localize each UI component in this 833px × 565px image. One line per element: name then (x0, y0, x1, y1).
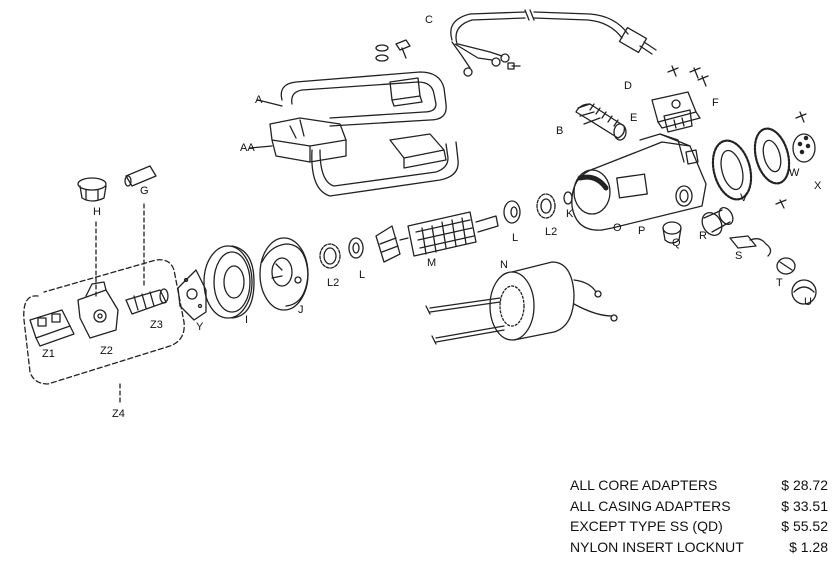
bearings-left (319, 191, 573, 269)
label-t: T (776, 277, 783, 289)
adapter-z1 (29, 309, 75, 347)
field-coil-n (425, 261, 618, 345)
price-row: ALL CASING ADAPTERS $ 33.51 (570, 496, 828, 517)
bearing-cap-and-brush (662, 206, 734, 244)
label-i: I (245, 314, 249, 326)
label-d: D (624, 80, 632, 92)
bushing-and-pin (77, 165, 157, 202)
label-o: O (613, 222, 622, 234)
label-aa: AA (240, 142, 255, 154)
label-c: C (425, 14, 433, 26)
label-s: S (735, 250, 743, 262)
price-value: $ 33.51 (781, 497, 828, 514)
motor-housing (571, 133, 707, 231)
label-b: B (556, 125, 564, 137)
label-l-right: L (512, 232, 519, 244)
label-e: E (630, 112, 638, 124)
label-f: F (712, 97, 719, 109)
adapter-z2 (77, 281, 119, 339)
price-value: $ 28.72 (781, 477, 828, 493)
label-q: Q (672, 237, 681, 249)
label-x: X (814, 180, 822, 192)
armature-m (375, 211, 499, 263)
label-z4: Z4 (112, 408, 125, 420)
label-l2-left: L2 (327, 277, 340, 289)
price-item: NYLON INSERT LOCKNUT (570, 538, 744, 555)
label-p: P (638, 225, 646, 237)
gear-housing-j (259, 237, 309, 311)
label-k: K (566, 208, 574, 220)
label-l2-right: L2 (545, 226, 558, 238)
label-a: A (255, 94, 263, 106)
gear-plate-y (177, 269, 207, 321)
screw-washer-set (375, 39, 411, 62)
handle-assembly (249, 71, 459, 197)
price-row: NYLON INSERT LOCKNUT $ 1.28 (570, 537, 828, 558)
label-z3: Z3 (150, 319, 163, 331)
label-u: U (804, 296, 812, 308)
label-y: Y (196, 321, 204, 333)
label-j: J (298, 304, 304, 316)
price-row: EXCEPT TYPE SS (QD) $ 55.52 (570, 516, 828, 537)
price-value: $ 1.28 (789, 538, 828, 555)
price-item: EXCEPT TYPE SS (QD) (570, 518, 723, 534)
price-list: ALL CORE ADAPTERS $ 28.72 ALL CASING ADA… (570, 475, 828, 557)
adapter-group-outline (23, 259, 185, 385)
spring-bushing (575, 103, 627, 141)
label-w: W (789, 167, 800, 179)
label-z2: Z2 (100, 345, 113, 357)
label-l-left: L (359, 269, 366, 281)
power-cord (450, 9, 657, 77)
label-n: N (500, 259, 508, 271)
price-value: $ 55.52 (781, 518, 828, 534)
price-row: ALL CORE ADAPTERS $ 28.72 (570, 475, 828, 496)
label-v: V (740, 192, 748, 204)
leader-lines (95, 203, 145, 405)
label-g: G (140, 185, 149, 197)
pulley-i (203, 245, 255, 319)
label-z1: Z1 (42, 348, 55, 360)
price-item: ALL CORE ADAPTERS (570, 477, 718, 493)
label-r: R (699, 230, 707, 242)
adapter-z3 (125, 288, 169, 315)
price-item: ALL CASING ADAPTERS (570, 497, 731, 514)
label-m: M (427, 257, 437, 269)
label-h: H (93, 206, 101, 218)
switch-bracket (651, 65, 709, 133)
brush-and-caps (729, 235, 817, 305)
filter-discs (711, 111, 816, 209)
